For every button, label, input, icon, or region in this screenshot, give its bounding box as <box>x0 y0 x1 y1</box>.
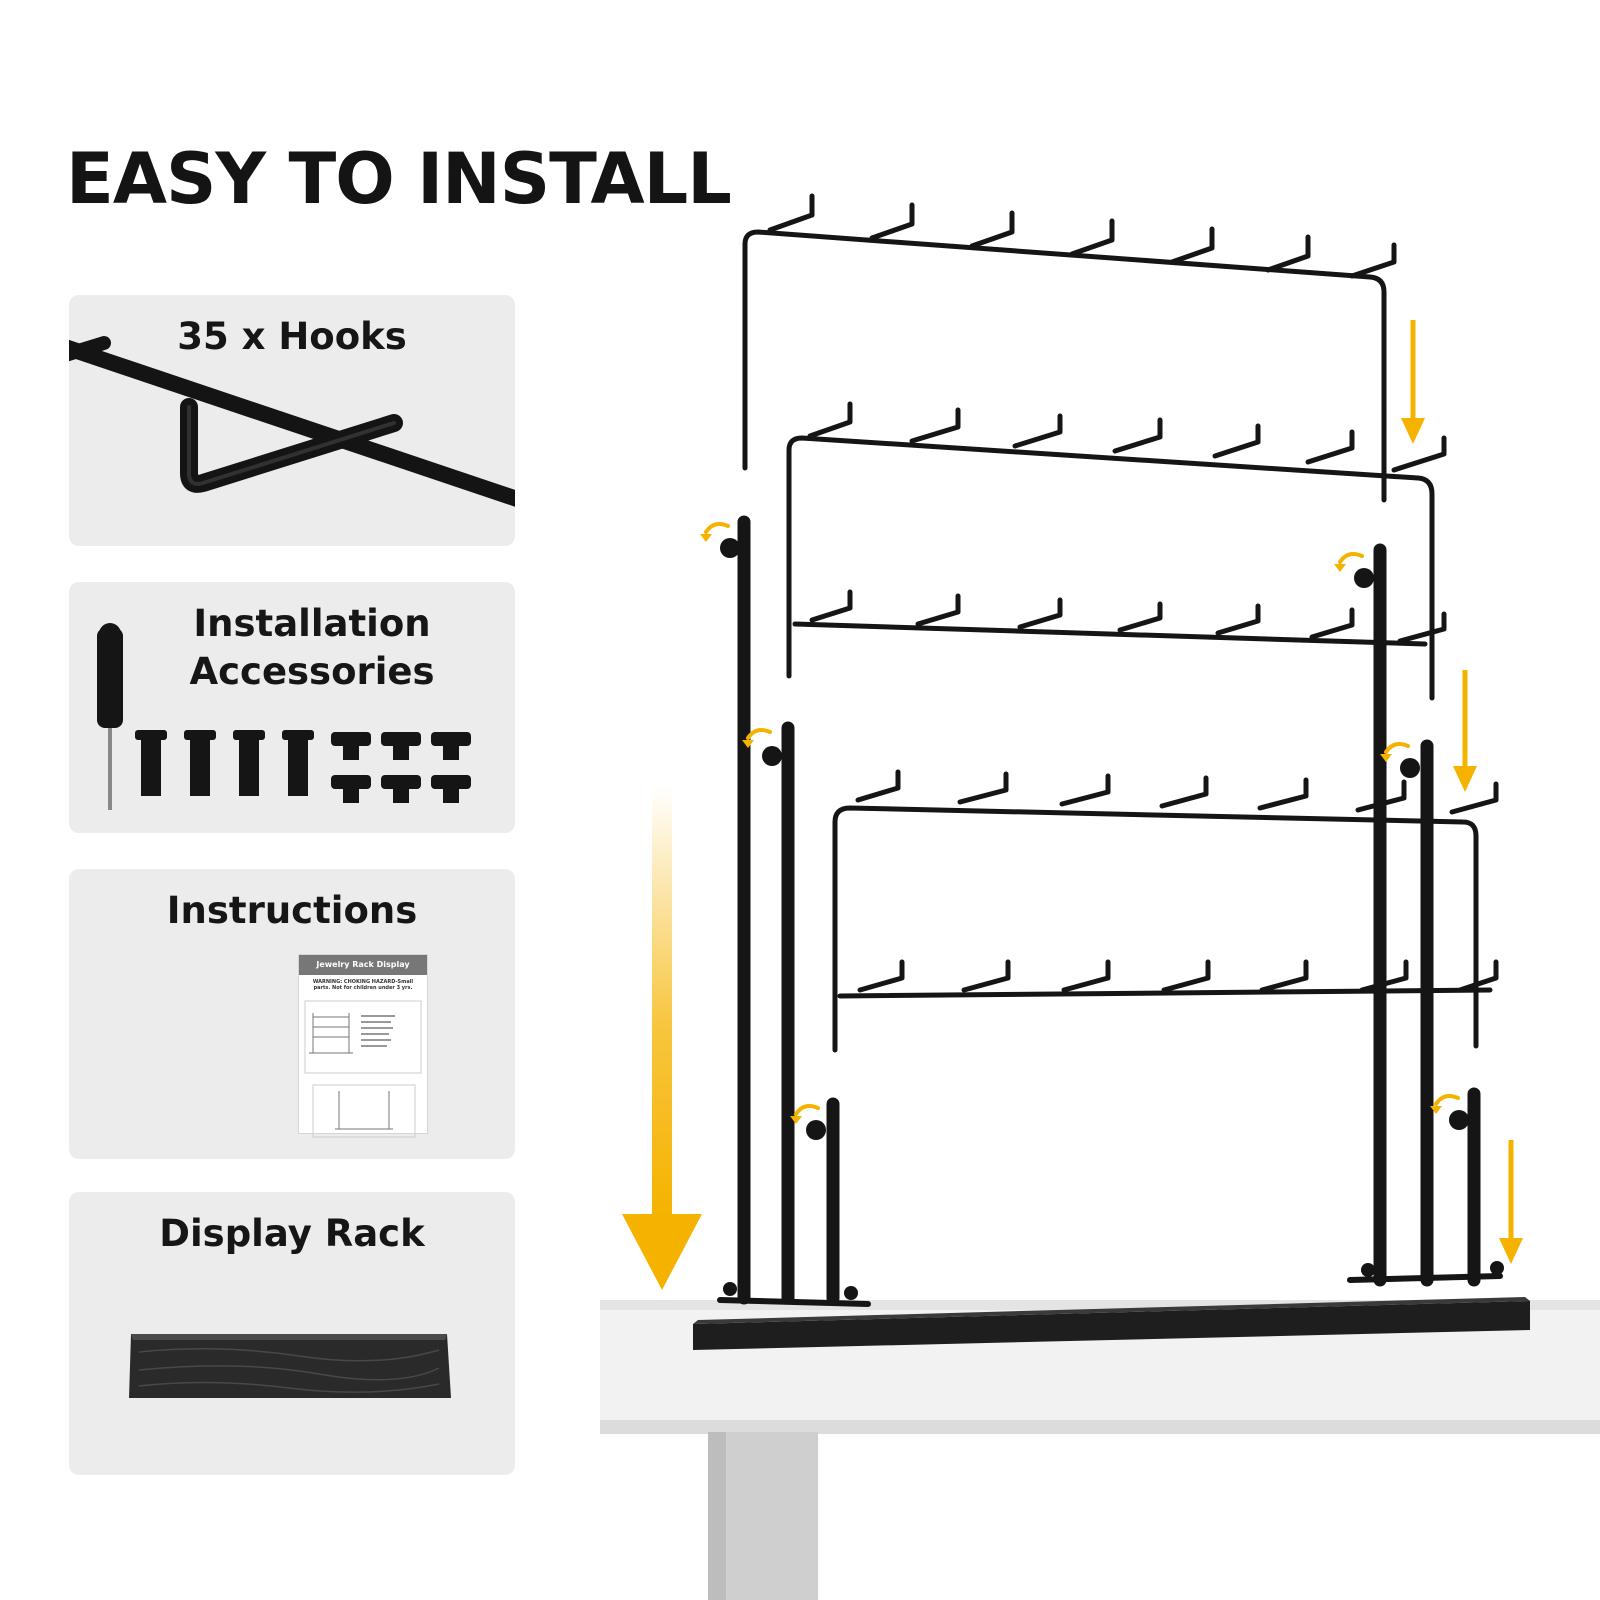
manual-title: Jewelry Rack Display <box>299 955 427 975</box>
accessories-title-line1: Installation <box>193 602 431 645</box>
manual-warning: WARNING: CHOKING HAZARD-Small parts. Not… <box>312 979 414 991</box>
down-arrow-icon <box>622 786 702 1290</box>
accessories-card: Installation Accessories <box>69 582 515 833</box>
accessories-title-line2: Accessories <box>189 650 435 693</box>
hooks-card: 35 x Hooks <box>69 295 515 546</box>
headline: EASY TO INSTALL <box>66 138 732 220</box>
thumb-screw-icon <box>331 732 471 803</box>
base-board-icon <box>693 1297 1530 1350</box>
screw-icon <box>135 730 314 796</box>
instructions-card: Instructions Jewelry Rack Display WARNIN… <box>69 869 515 1159</box>
display-rack-title: Display Rack <box>159 1212 425 1255</box>
rotate-arrow-icon <box>704 522 1460 1116</box>
instruction-manual: Jewelry Rack Display WARNING: CHOKING HA… <box>298 954 428 1138</box>
hooks-card-title: 35 x Hooks <box>177 315 407 358</box>
instructions-title: Instructions <box>166 889 418 932</box>
hanger-frame-icon <box>742 193 1397 503</box>
manual-diagram-icon <box>304 1000 422 1138</box>
display-rack-card: Display Rack <box>69 1192 515 1475</box>
screwdriver-icon <box>97 623 123 810</box>
hook-icon <box>69 336 515 507</box>
wood-base-icon <box>129 1334 451 1398</box>
accessories-icons <box>97 623 471 810</box>
